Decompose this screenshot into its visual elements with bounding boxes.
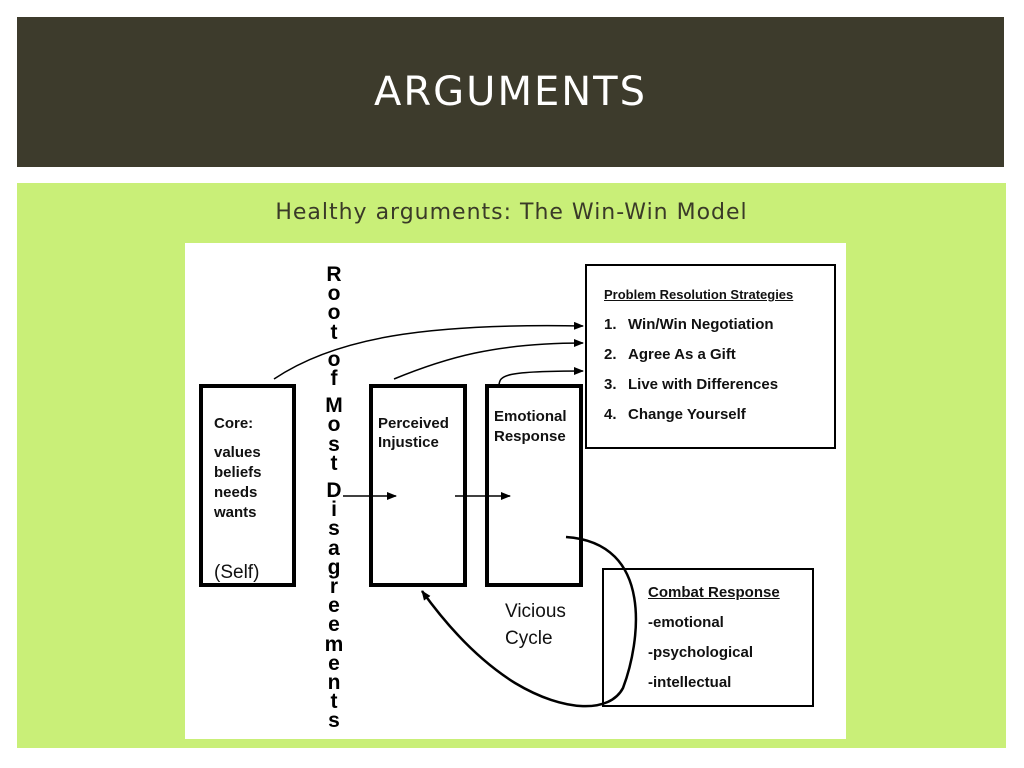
strategy-label: Agree As a Gift bbox=[628, 346, 736, 363]
vicious-cycle-line2: Cycle bbox=[505, 628, 553, 649]
core-item-needs: needs bbox=[214, 484, 258, 501]
core-heading: Core: bbox=[214, 415, 254, 432]
combat-item: -intellectual bbox=[648, 674, 732, 691]
strategy-number: 3. bbox=[604, 376, 617, 393]
core-box bbox=[199, 384, 296, 587]
emotional-response-line2: Response bbox=[494, 428, 566, 445]
vicious-cycle-line1: Vicious bbox=[505, 601, 566, 622]
core-item-wants: wants bbox=[214, 504, 257, 521]
combat-box bbox=[602, 568, 814, 707]
perceived-injustice-line1: Perceived bbox=[378, 415, 449, 432]
slide-subtitle: Healthy arguments: The Win-Win Model bbox=[275, 200, 748, 225]
strategies-title: Problem Resolution Strategies bbox=[604, 287, 794, 302]
emotional-response-line1: Emotional bbox=[494, 408, 567, 425]
diagram-lines bbox=[199, 264, 836, 708]
perceived-injustice-box bbox=[369, 384, 467, 587]
arrow-injustice-to-strategies bbox=[393, 339, 584, 380]
strategies-list: Problem Resolution Strategies 1. Win/Win … bbox=[604, 285, 793, 425]
emotional-response-box bbox=[485, 384, 583, 587]
strategy-number: 4. bbox=[604, 406, 617, 423]
combat-item: -psychological bbox=[648, 644, 754, 661]
strategy-number: 2. bbox=[604, 346, 617, 363]
combat-item: -emotional bbox=[648, 614, 724, 631]
strategy-label: Win/Win Negotiation bbox=[628, 316, 774, 333]
perceived-injustice-line2: Injustice bbox=[378, 434, 439, 451]
strategy-number: 1. bbox=[604, 316, 617, 333]
slide-title: ARGUMENTS bbox=[374, 69, 647, 115]
arrow-vicious-cycle bbox=[420, 535, 638, 708]
arrow-emotional-to-strategies bbox=[498, 367, 584, 387]
strategy-item: 2. Agree As a Gift bbox=[604, 345, 793, 365]
title-bar: ARGUMENTS bbox=[17, 17, 1004, 167]
strategy-item: 4. Change Yourself bbox=[604, 405, 793, 425]
combat-list: Combat Response -emotional -psychologica… bbox=[648, 583, 780, 693]
arrow-core-to-strategies bbox=[273, 321, 584, 380]
core-item-beliefs: beliefs bbox=[214, 464, 262, 481]
strategy-label: Live with Differences bbox=[628, 376, 779, 393]
core-self-label: (Self) bbox=[214, 562, 260, 583]
combat-title: Combat Response bbox=[648, 584, 780, 601]
strategy-label: Change Yourself bbox=[628, 406, 746, 423]
strategy-item: 3. Live with Differences bbox=[604, 375, 793, 395]
strategy-item: 1. Win/Win Negotiation bbox=[604, 315, 793, 335]
strategies-box bbox=[585, 264, 836, 449]
core-item-values: values bbox=[214, 444, 261, 461]
